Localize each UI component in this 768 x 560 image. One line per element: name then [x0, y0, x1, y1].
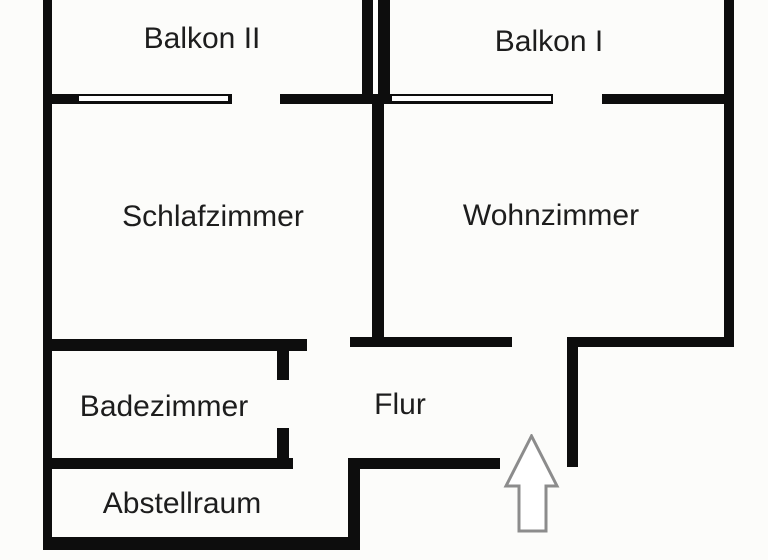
wall-balcony-divider-right [378, 0, 390, 103]
wall-entry-right [567, 337, 578, 467]
room-label-abstellraum: Abstellraum [102, 487, 262, 520]
wall-badezimmer-right-upper [277, 345, 289, 380]
entrance-arrow-icon [503, 432, 561, 534]
wall-outer-right [724, 0, 734, 347]
room-label-balkon-2: Balkon II [143, 22, 261, 55]
wall-outer-left [43, 0, 52, 550]
wall-flur-top-right [567, 337, 734, 347]
wall-top-right-segment [602, 94, 734, 104]
room-label-schlafzimmer: Schlafzimmer [122, 200, 304, 233]
wall-flur-top-left [350, 337, 512, 347]
room-label-wohnzimmer: Wohnzimmer [462, 199, 640, 232]
room-label-balkon-1: Balkon I [494, 25, 604, 58]
room-label-badezimmer: Badezimmer [79, 390, 249, 423]
wall-flur-bottom [348, 458, 500, 469]
window-balkon-2 [79, 96, 228, 101]
wall-abstellraum-top [43, 458, 293, 469]
wall-balcony-divider-left [362, 0, 373, 103]
room-label-flur: Flur [374, 388, 426, 421]
wall-outer-bottom [43, 537, 360, 550]
wall-badezimmer-top [43, 339, 307, 351]
wall-schlafzimmer-wohnzimmer [372, 103, 384, 338]
window-balkon-1 [392, 96, 551, 101]
wall-abstellraum-right [348, 458, 360, 550]
